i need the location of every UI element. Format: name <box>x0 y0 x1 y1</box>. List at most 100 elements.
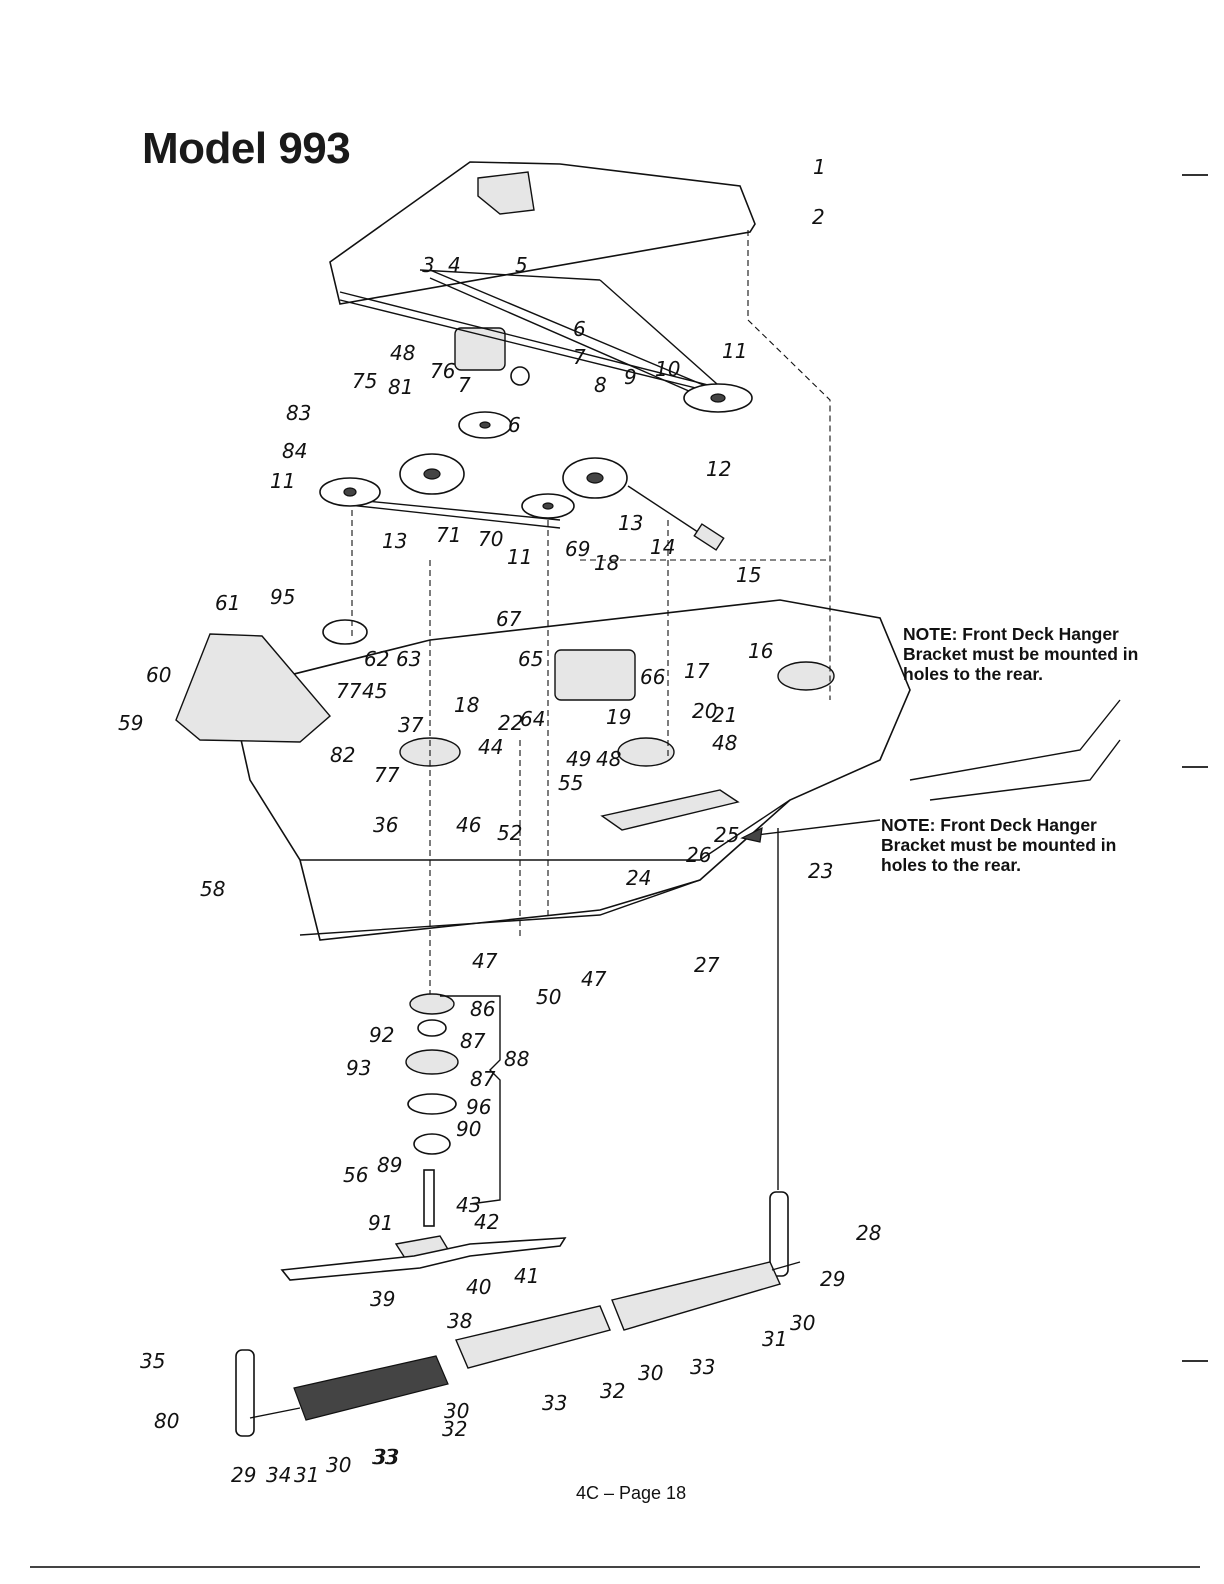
callout-23: 23 <box>808 859 833 883</box>
callout-93: 93 <box>346 1056 371 1080</box>
margin-mark-3 <box>1182 1360 1208 1362</box>
callout-5: 5 <box>515 253 528 277</box>
callout-38: 38 <box>447 1309 472 1333</box>
callout-33: 33 <box>542 1391 567 1415</box>
callout-31: 31 <box>762 1327 787 1351</box>
callout-6: 6 <box>573 317 586 341</box>
callout-28: 28 <box>856 1221 881 1245</box>
callout-3: 3 <box>422 253 435 277</box>
callout-92: 92 <box>369 1023 394 1047</box>
deck-hanger-bracket <box>600 789 740 831</box>
callout-48: 48 <box>596 747 621 771</box>
pulley-11-right-hub <box>710 393 726 403</box>
callout-95: 95 <box>270 585 295 609</box>
pulley-13-right-hub <box>586 472 604 484</box>
callout-11: 11 <box>722 339 747 363</box>
callout-17: 17 <box>684 659 710 683</box>
washer-96 <box>407 1093 457 1115</box>
bearing-95 <box>322 619 368 645</box>
callout-36: 36 <box>373 813 398 837</box>
callout-20: 20 <box>692 699 717 723</box>
callout-71: 71 <box>436 523 461 547</box>
callout-67: 67 <box>496 607 522 631</box>
callout-83: 83 <box>286 401 311 425</box>
v-belt-upper <box>339 291 721 395</box>
callout-33: 33 <box>690 1355 715 1379</box>
spindle-center <box>617 737 675 767</box>
callout-87: 87 <box>470 1067 496 1091</box>
callout-42: 42 <box>474 1210 499 1234</box>
callout-11: 11 <box>270 469 295 493</box>
callout-29: 29 <box>231 1463 256 1487</box>
idler-bracket <box>554 649 636 701</box>
roller-axle <box>249 1261 801 1419</box>
callout-34: 34 <box>266 1463 291 1487</box>
callout-18: 18 <box>454 693 479 717</box>
callout-59: 59 <box>118 711 143 735</box>
callout-44: 44 <box>478 735 503 759</box>
callout-9: 9 <box>624 365 637 389</box>
roller-tube-center <box>455 1305 611 1369</box>
callout-70: 70 <box>478 527 503 551</box>
callout-76: 76 <box>430 359 455 383</box>
callout-6: 6 <box>508 413 521 437</box>
callout-13: 13 <box>382 529 407 553</box>
idler-pulley-6-hub <box>479 421 491 429</box>
callout-33: 33 <box>374 1445 399 1469</box>
callout-82: 82 <box>330 743 355 767</box>
callout-27: 27 <box>694 953 720 977</box>
callout-80: 80 <box>154 1409 179 1433</box>
callout-33: 33 <box>372 1445 397 1469</box>
callout-88: 88 <box>504 1047 529 1071</box>
pulley-11-center-hub <box>542 502 554 510</box>
callout-30: 30 <box>326 1453 351 1477</box>
bracket-88 <box>440 995 501 1205</box>
note-text-1: NOTE: Front Deck Hanger Bracket must be … <box>903 624 1139 684</box>
callout-32: 32 <box>600 1379 625 1403</box>
callout-25: 25 <box>714 823 739 847</box>
callout-11: 11 <box>507 545 532 569</box>
callout-86: 86 <box>470 997 495 1021</box>
deck-skirt <box>299 799 791 936</box>
roller-tube-right <box>611 1261 781 1331</box>
callout-52: 52 <box>497 821 522 845</box>
spindle-right <box>777 661 835 691</box>
margin-mark-2 <box>1182 766 1208 768</box>
v-belt-main <box>429 269 721 403</box>
callout-75: 75 <box>352 369 377 393</box>
idler-arm-shaft <box>510 366 530 386</box>
callout-58: 58 <box>200 877 225 901</box>
callout-30: 30 <box>638 1361 663 1385</box>
callout-77: 77 <box>374 763 400 787</box>
callout-56: 56 <box>343 1163 368 1187</box>
callout-12: 12 <box>706 457 731 481</box>
spindle-pulley-86 <box>409 993 455 1015</box>
callout-66: 66 <box>640 665 665 689</box>
callout-37: 37 <box>398 713 424 737</box>
callout-30: 30 <box>444 1399 469 1423</box>
page-footer: 4C – Page 18 <box>576 1483 687 1503</box>
callout-61: 61 <box>215 591 240 615</box>
bearing-87 <box>417 1019 447 1037</box>
spindle-housing-93 <box>405 1049 459 1075</box>
callout-40: 40 <box>466 1275 491 1299</box>
pulley-11-left-hub <box>343 487 357 497</box>
callout-84: 84 <box>282 439 307 463</box>
hanger-bracket-inset <box>909 699 1121 801</box>
callout-7: 7 <box>458 373 471 397</box>
callout-77: 77 <box>336 679 362 703</box>
mower-blade <box>280 1237 567 1281</box>
callout-49: 49 <box>566 747 591 771</box>
callout-43: 43 <box>456 1193 481 1217</box>
callout-32: 32 <box>442 1417 467 1441</box>
callout-14: 14 <box>650 535 675 559</box>
callout-62: 62 <box>364 647 389 671</box>
pulley-13-left-hub <box>423 468 441 480</box>
callout-13: 13 <box>618 511 643 535</box>
callout-31: 31 <box>294 1463 319 1487</box>
spindle-shaft <box>423 1169 435 1227</box>
note-arrow-head <box>740 826 763 843</box>
callout-90: 90 <box>456 1117 481 1141</box>
